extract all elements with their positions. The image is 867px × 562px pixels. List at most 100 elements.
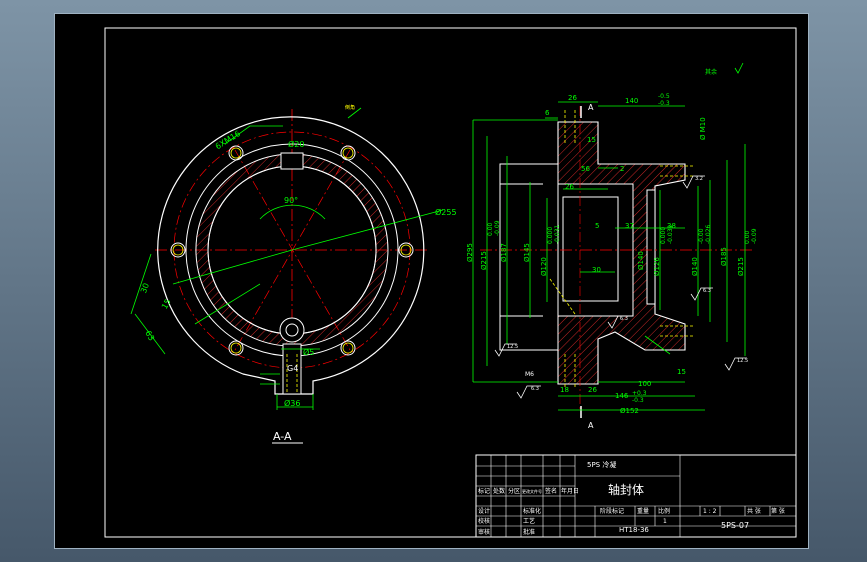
tol-lower: -0.3 [658, 100, 670, 107]
tb-weight: 重量 [637, 507, 649, 515]
tb-company: 5PS 冷凝 [587, 460, 616, 469]
dim-length-140: 140 [625, 97, 638, 105]
roughness-6: 6.3 [620, 316, 628, 322]
drawing-sheet[interactable]: 6XM16 Ø20 90° Ø255 30 Ø5 15 63 G4 Ø36 倒角… [54, 13, 809, 549]
tb-material: HT18-36 [619, 526, 649, 534]
dim-hole: Ø20 [288, 139, 304, 149]
dim-152: Ø152 [620, 407, 639, 415]
dim-5: 5 [595, 222, 599, 230]
bolt-hole [228, 145, 244, 161]
roughness-5: 12.5 [737, 358, 748, 364]
dim-38: 38 [667, 222, 676, 230]
tol-d215-low: -0.09 [494, 220, 501, 236]
dim-d215b: Ø215 [737, 257, 745, 276]
dim-diameter: Ø255 [435, 207, 457, 217]
section-marker-bottom: A [588, 421, 594, 430]
tb-drawing-number: 5PS-07 [721, 521, 749, 530]
dim-d187: Ø187 [500, 243, 508, 262]
bolt-hole [340, 340, 356, 356]
tb-role-approve: 批准 [523, 528, 535, 536]
dim-15b: 15 [677, 368, 686, 376]
tb-quantity: 1 [663, 518, 667, 525]
note-other: 其余 [705, 68, 717, 76]
tb-row-sign: 签名 [545, 487, 557, 495]
tol-d126-up: 0.000 [660, 227, 667, 244]
dim-d126: Ø126 [653, 257, 661, 276]
tb-row-mark: 标记 [478, 487, 490, 495]
roughness-symbols [494, 175, 747, 399]
dim-6: 6 [545, 109, 550, 117]
right-dimension-lines [472, 101, 746, 411]
tb-sheet: 共 张 [747, 507, 761, 515]
tol-d120-up: 0.000 [547, 227, 554, 244]
dim-d120: Ø120 [540, 257, 548, 276]
bolt-hole [398, 242, 414, 258]
tol-d140-low: -0.026 [705, 224, 712, 244]
dim-d185: Ø185 [720, 247, 728, 266]
dim-width-26: 26 [568, 94, 577, 102]
dim-d140b: Ø140 [691, 257, 699, 276]
roughness-4: 6.3 [703, 288, 711, 294]
section-marker-top: A [588, 103, 594, 112]
dim-146: 146 [615, 392, 629, 400]
section-label: A-A [273, 430, 292, 443]
tb-part-name: 轴封体 [608, 482, 644, 497]
dim-56: 56 [581, 165, 590, 173]
thread-m6: M6 [525, 371, 534, 378]
tol-upper: -0.5 [658, 93, 670, 100]
bolt-hole [228, 340, 244, 356]
tb-role-review: 审核 [478, 528, 490, 536]
dim-18: 18 [560, 386, 569, 394]
inner-frame [104, 27, 797, 538]
dim-63: 63 [143, 329, 156, 342]
dim-26c: 26 [588, 386, 597, 394]
tb-sheet-no: 第 张 [771, 507, 785, 515]
note-chamfer: 倒角 [345, 104, 355, 111]
drain-boss [279, 317, 305, 343]
tb-row-count: 处数 [493, 487, 505, 495]
dim-d215: Ø215 [480, 251, 488, 270]
tb-row-zone: 分区 [508, 487, 520, 495]
tol-146-up: +0.3 [632, 390, 647, 397]
tb-role-check: 校核 [478, 517, 490, 525]
roughness-1: 12.5 [507, 344, 518, 350]
bolt-hole [340, 145, 356, 161]
tol-d120-low: -0.031 [554, 224, 561, 244]
dim-d295: Ø295 [466, 243, 474, 262]
right-view: A A [466, 62, 758, 430]
bolt-hole [170, 242, 186, 258]
tol-d215b-low: -0.09 [751, 228, 758, 244]
tol-146-low: -0.3 [632, 397, 644, 404]
dim-30: 30 [139, 282, 151, 295]
outer-contour [157, 116, 425, 395]
dim-d140: Ø140 [637, 251, 645, 270]
dim-2: 2 [620, 165, 624, 173]
tb-ratio: 比例 [658, 507, 670, 515]
roughness-3: 3.2 [695, 176, 703, 182]
tol-d215-up: 0.00 [487, 222, 494, 236]
roughness-2: 6.3 [531, 386, 539, 392]
tb-stage: 阶段标记 [600, 507, 624, 515]
tol-d215b-up: 0.00 [744, 230, 751, 244]
dim-37: 37 [625, 222, 634, 230]
left-view: 6XM16 Ø20 90° Ø255 30 Ø5 15 63 G4 Ø36 倒角… [130, 104, 457, 444]
dim-15: 15 [160, 297, 173, 310]
tb-role-process: 工艺 [523, 517, 535, 525]
tb-scale: 1 : 2 [703, 508, 717, 515]
dim-5: Ø5 [303, 347, 314, 357]
dim-angle: 90° [284, 196, 298, 205]
tol-d140-up: -0.00 [698, 228, 705, 244]
bolt-holes [170, 145, 414, 356]
dim-26b: 26 [565, 183, 574, 191]
dim-m10: Ø M10 [699, 117, 707, 140]
tb-role-design: 设计 [478, 507, 490, 515]
tb-row-change: 更改文件号 [522, 488, 542, 494]
dim-d145: Ø145 [523, 243, 531, 262]
cad-drawing: 6XM16 Ø20 90° Ø255 30 Ø5 15 63 G4 Ø36 倒角… [104, 27, 797, 538]
tb-role-standard: 标准化 [523, 507, 541, 515]
dim-36: Ø36 [284, 398, 300, 408]
dim-30: 30 [592, 266, 601, 274]
dim-100: 100 [638, 380, 651, 388]
dim-15: 15 [587, 136, 596, 144]
